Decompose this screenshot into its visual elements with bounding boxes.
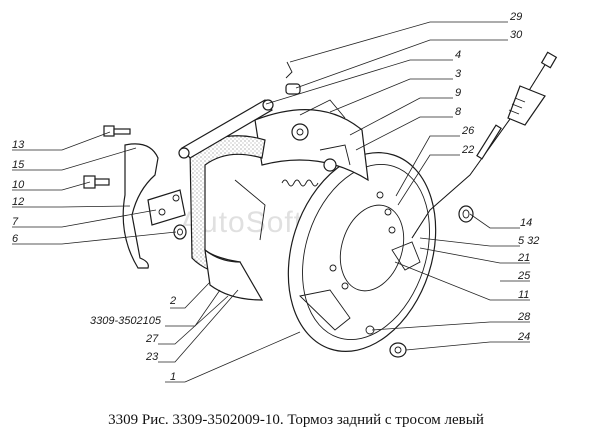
label-10: 10 xyxy=(12,179,25,191)
label-9: 9 xyxy=(455,87,461,99)
label-26: 26 xyxy=(461,125,475,137)
label-5-32: 5 32 xyxy=(518,235,539,247)
leader-lines xyxy=(12,21,530,383)
label-21: 21 xyxy=(517,252,530,264)
rear-shoe-assembly xyxy=(254,99,369,182)
label-1: 1 xyxy=(170,371,176,383)
label-30: 30 xyxy=(510,29,523,41)
grommet-14 xyxy=(458,205,474,223)
backing-plate xyxy=(287,152,437,352)
label-23: 23 xyxy=(145,351,159,363)
label-28: 28 xyxy=(517,311,531,323)
label-13: 13 xyxy=(12,139,25,151)
pin-29-30 xyxy=(285,61,301,95)
label-14: 14 xyxy=(520,217,532,229)
label-12: 12 xyxy=(12,196,24,208)
label-6: 6 xyxy=(12,233,19,245)
part-labels: 29 30 4 3 9 8 26 22 13 15 10 12 7 6 14 5… xyxy=(12,11,539,383)
label-15: 15 xyxy=(12,159,25,171)
nut-24 xyxy=(389,342,407,358)
label-2: 2 xyxy=(169,295,176,307)
bolt-13 xyxy=(103,125,131,137)
bolt-10 xyxy=(83,175,110,189)
return-spring xyxy=(281,179,319,187)
label-4: 4 xyxy=(455,49,461,61)
label-8: 8 xyxy=(455,106,462,118)
parking-lever xyxy=(178,99,274,159)
label-11: 11 xyxy=(518,289,529,301)
label-27: 27 xyxy=(145,333,159,345)
label-3309-3502105: 3309-3502105 xyxy=(90,315,162,327)
label-29: 29 xyxy=(509,11,522,23)
label-25: 25 xyxy=(517,270,531,282)
label-24: 24 xyxy=(517,331,530,343)
label-3: 3 xyxy=(455,68,462,80)
brake-cable xyxy=(411,51,558,239)
label-22: 22 xyxy=(461,144,474,156)
figure-caption: 3309 Рис. 3309-3502009-10. Тормоз задний… xyxy=(108,412,484,428)
adjuster-plate xyxy=(122,143,186,269)
label-7: 7 xyxy=(12,216,19,228)
